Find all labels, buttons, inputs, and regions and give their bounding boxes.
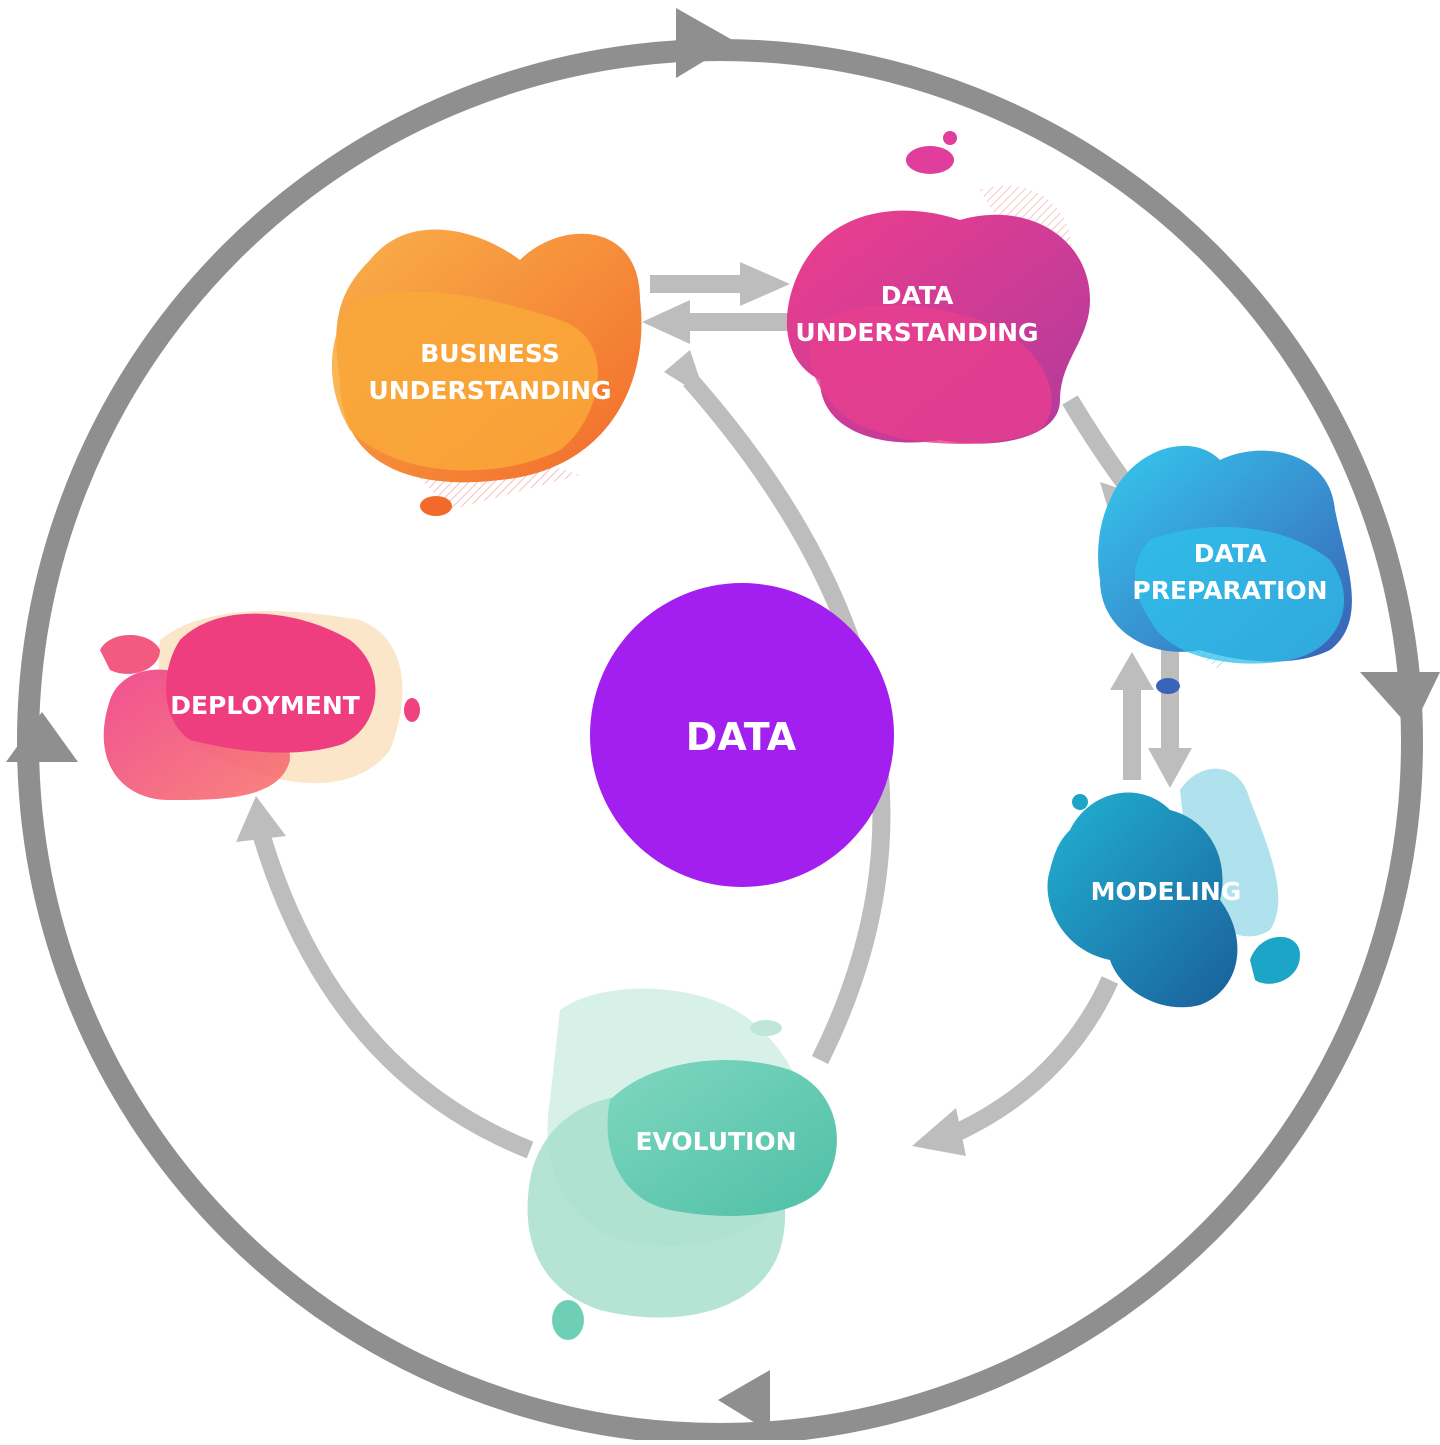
stage-label-data-preparation-line-2: PREPARATION [1132,576,1327,605]
outer-arrowhead-top [676,8,736,78]
stage-data-understanding [786,131,1090,444]
stage-label-business-line-1: BUSINESS [420,339,560,368]
stage-modeling [1047,768,1300,1008]
stage-deployment [100,611,420,800]
stage-label-modeling-line-1: MODELING [1091,877,1242,906]
outer-arrowhead-bottom [718,1370,770,1432]
center-data-circle [590,583,894,887]
stage-label-business-line-2: UNDERSTANDING [368,376,611,405]
stage-label-data-understanding-line-1: DATA [881,281,954,310]
stage-label-evolution-line-1: EVOLUTION [635,1127,796,1156]
stage-data-preparation [1098,445,1352,694]
stage-label-data-preparation-line-1: DATA [1194,539,1267,568]
stage-label-data-understanding-line-2: UNDERSTANDING [795,318,1038,347]
stage-labels: BUSINESS UNDERSTANDING DATA UNDERSTANDING DA… [170,281,1327,1156]
outer-arrowhead-right [1360,672,1440,730]
stage-business-understanding [331,229,642,516]
stage-label-deployment-line-1: DEPLOYMENT [170,691,360,720]
outer-arrowhead-left [6,712,78,762]
center-data-label: DATA [686,715,797,759]
stage-evolution [527,988,837,1340]
